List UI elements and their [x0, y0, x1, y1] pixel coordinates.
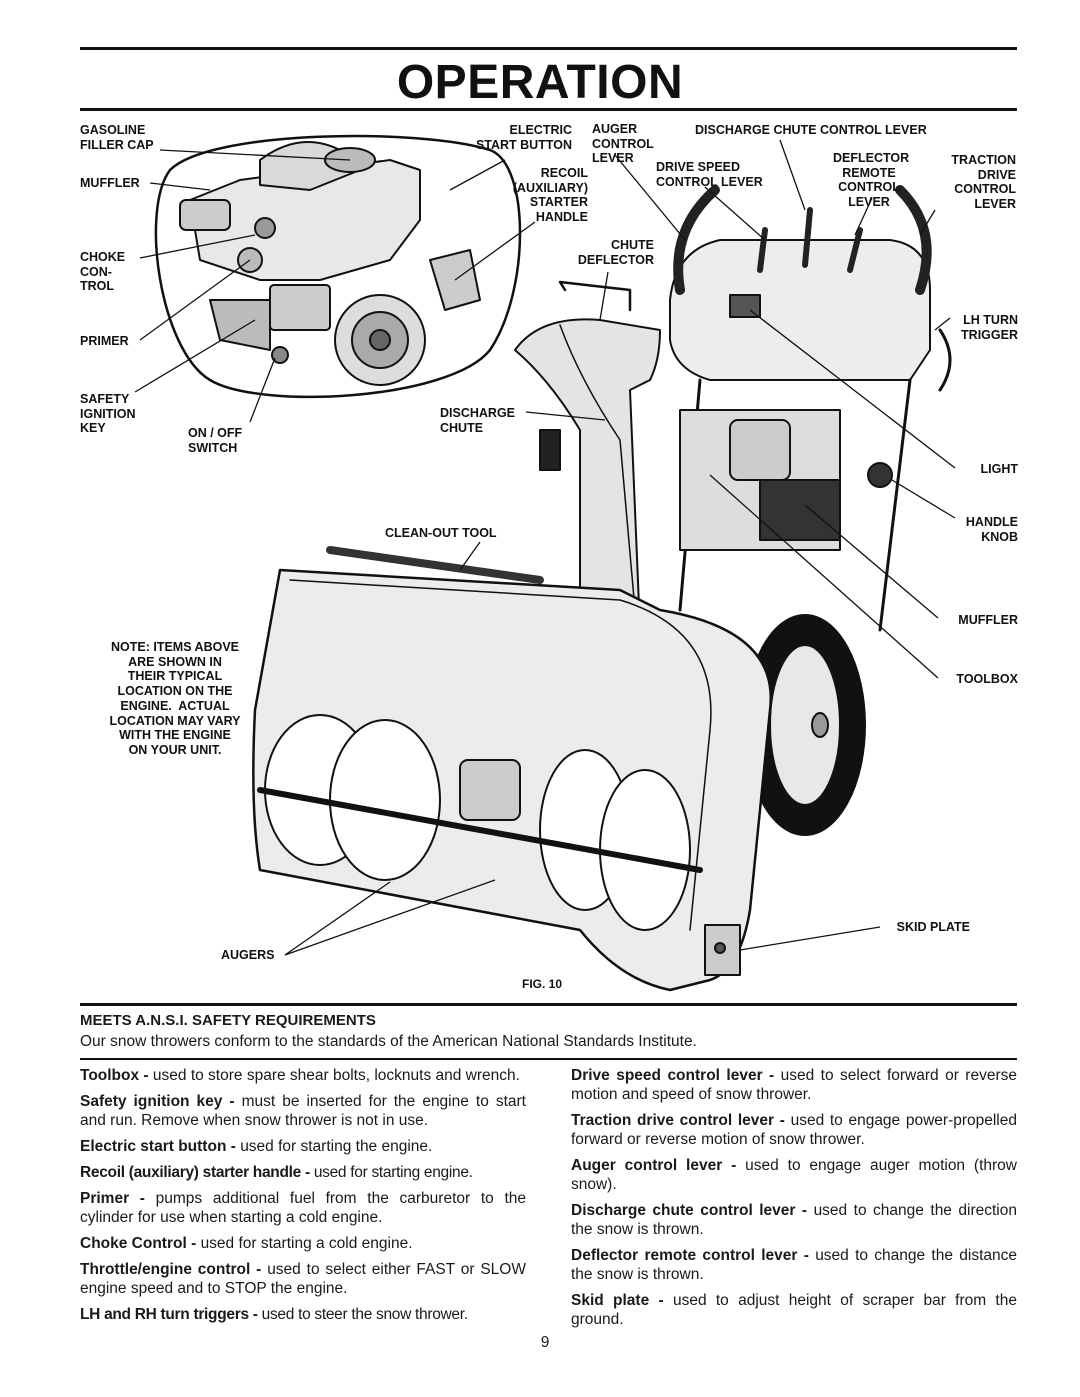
definition-term: Primer - [80, 1190, 156, 1207]
leader-lines [134, 139, 956, 956]
label-discharge-chute-control-lever: DISCHARGE CHUTE CONTROL LEVER [695, 123, 927, 137]
label-electric-start-button: ELECTRIC START BUTTON [475, 123, 572, 152]
definition-desc: used to engage auger motion (throw snow)… [571, 1157, 1017, 1193]
definition-item: Electric start button - used for startin… [80, 1137, 526, 1156]
definition-desc: used to engage power-propelled forward o… [571, 1112, 1017, 1148]
figure-10: GASOLINE FILLER CAP MUFFLER CHOKE CON- T… [60, 110, 1040, 1005]
definition-desc: used for starting the engine. [240, 1138, 433, 1155]
definition-item: Primer - pumps additional fuel from the … [80, 1189, 526, 1227]
definition-desc: used to select either FAST or SLOW engin… [80, 1261, 526, 1297]
label-clean-out-tool: CLEAN-OUT TOOL [385, 526, 497, 540]
snow-thrower-illustration [134, 134, 956, 992]
label-gasoline-filler-cap: GASOLINE FILLER CAP [80, 123, 154, 152]
title-rule [80, 108, 1017, 111]
section-rule [80, 1058, 1017, 1060]
definition-desc: used to change the direction the snow is… [571, 1202, 1017, 1238]
definition-item: Safety ignition key - must be inserted f… [80, 1092, 526, 1130]
label-muffler-machine: MUFFLER [958, 613, 1018, 627]
definition-term: Safety ignition key - [80, 1093, 242, 1110]
definition-term: Drive speed control lever - [571, 1067, 781, 1084]
label-drive-speed-control-lever: DRIVE SPEED CONTROL LEVER [656, 160, 763, 189]
section-intro: Our snow throwers conform to the standar… [80, 1033, 697, 1050]
label-lh-turn-trigger: LH TURN TRIGGER [961, 313, 1018, 342]
definition-desc: used to steer the snow thrower. [261, 1306, 468, 1323]
label-discharge-chute: DISCHARGE CHUTE [440, 406, 516, 435]
figure-bottom-rule [80, 1003, 1017, 1006]
section-heading: MEETS A.N.S.I. SAFETY REQUIREMENTS [80, 1012, 376, 1029]
label-deflector-remote-control-lever: DEFLECTOR REMOTE CONTROL LEVER [833, 151, 910, 209]
definition-item: Recoil (auxiliary) starter handle - used… [80, 1163, 526, 1182]
definition-desc: used to adjust height of scraper bar fro… [571, 1292, 1017, 1328]
auger-housing-drawing [252, 546, 773, 992]
label-muffler-engine: MUFFLER [80, 176, 140, 190]
definition-item: Throttle/engine control - used to select… [80, 1260, 526, 1298]
definition-item: Drive speed control lever - used to sele… [571, 1066, 1017, 1104]
definition-term: Recoil (auxiliary) starter handle - [80, 1164, 314, 1181]
label-choke-control: CHOKE CON- TROL [80, 250, 126, 293]
definition-item: Deflector remote control lever - used to… [571, 1246, 1017, 1284]
figure-caption: FIG. 10 [522, 977, 563, 991]
definition-item: Toolbox - used to store spare shear bolt… [80, 1066, 526, 1085]
label-recoil-starter-handle: RECOIL (AUXILIARY) STARTER HANDLE [512, 166, 588, 224]
label-auger-control-lever: AUGER CONTROL LEVER [592, 122, 654, 165]
definition-item: Skid plate - used to adjust height of sc… [571, 1291, 1017, 1329]
engine-inset [154, 134, 522, 399]
label-chute-deflector: CHUTE DEFLECTOR [577, 238, 654, 267]
definition-term: Choke Control - [80, 1235, 201, 1252]
definition-item: Traction drive control lever - used to e… [571, 1111, 1017, 1149]
label-light: LIGHT [980, 462, 1019, 476]
definition-term: Toolbox - [80, 1067, 153, 1084]
label-handle-knob: HANDLE KNOB [965, 515, 1018, 544]
wheel-drawing [744, 614, 866, 836]
definition-desc: used to store spare shear bolts, locknut… [152, 1067, 520, 1084]
definition-item: Auger control lever - used to engage aug… [571, 1156, 1017, 1194]
definition-term: Throttle/engine control - [80, 1261, 268, 1278]
label-on-off-switch: ON / OFF SWITCH [188, 426, 243, 455]
definition-desc: used for starting engine. [313, 1164, 473, 1181]
definition-desc: used to change the distance the snow is … [571, 1247, 1017, 1283]
definitions-left-column: Toolbox - used to store spare shear bolt… [80, 1066, 526, 1331]
label-toolbox: TOOLBOX [956, 672, 1018, 686]
definition-term: Skid plate - [571, 1292, 673, 1309]
definition-desc: must be inserted for the engine to start… [80, 1093, 526, 1129]
label-primer: PRIMER [80, 334, 129, 348]
definition-item: Discharge chute control lever - used to … [571, 1201, 1017, 1239]
page-title: OPERATION [396, 56, 684, 109]
definition-desc: used for starting a cold engine. [200, 1235, 413, 1252]
definition-term: Auger control lever - [571, 1157, 746, 1174]
definition-item: LH and RH turn triggers - used to steer … [80, 1305, 526, 1324]
page-number: 9 [540, 1334, 550, 1351]
label-skid-plate: SKID PLATE [896, 920, 970, 934]
figure-note: NOTE: ITEMS ABOVE ARE SHOWN IN THEIR TYP… [109, 640, 241, 757]
label-safety-ignition-key: SAFETY IGNITION KEY [80, 392, 136, 435]
definition-term: Deflector remote control lever - [571, 1247, 816, 1264]
definition-term: Electric start button - [80, 1138, 241, 1155]
label-traction-drive-control-lever: TRACTION DRIVE CONTROL LEVER [951, 153, 1016, 211]
definitions-right-column: Drive speed control lever - used to sele… [571, 1066, 1017, 1336]
definition-term: LH and RH turn triggers - [80, 1306, 262, 1323]
machine-engine-drawing [539, 409, 841, 551]
definition-desc: used to select forward or reverse motion… [571, 1067, 1017, 1103]
discharge-chute-drawing [514, 280, 661, 638]
definition-term: Discharge chute control lever - [571, 1202, 814, 1219]
top-rule [80, 47, 1017, 50]
definition-term: Traction drive control lever - [571, 1112, 791, 1129]
definition-item: Choke Control - used for starting a cold… [80, 1234, 526, 1253]
label-augers: AUGERS [221, 948, 275, 962]
definition-desc: pumps additional fuel from the carbureto… [80, 1190, 526, 1226]
